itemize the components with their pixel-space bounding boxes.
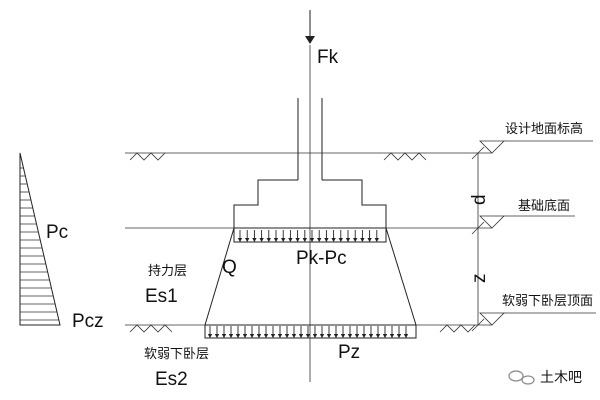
spread-line-left [204,227,235,326]
watermark: 土木吧 [508,370,582,386]
pk-pc-arrow-head [266,238,271,242]
es1-label: Es1 [145,286,178,307]
weak-layer-label: 软弱下卧层 [144,347,209,362]
pz-arrow-head [270,334,276,338]
pk-pc-arrow-head [331,238,336,242]
pk-pc-arrow-head [302,238,307,242]
pk-pc-arrow-head [309,238,315,242]
pz-arrow-head [228,334,234,338]
pz-arrow-head [256,334,262,338]
pz-arrow-head [389,334,395,338]
pz-arrow-head [277,334,283,338]
bearing-layer-label: 持力层 [148,264,187,279]
design-ground-elevation-label: 设计地面标高 [505,121,583,137]
dim-tick-3 [471,318,485,332]
pz-band [204,324,417,339]
pz-arrow-head [333,334,339,338]
pk-pc-arrow-head [252,238,257,242]
pz-arrow-head [305,334,311,338]
pz-arrow-head [298,334,304,338]
pk-pc-arrow-head [353,238,358,242]
pz-arrow-head [312,334,318,338]
pz-arrow-head [284,334,290,338]
pz-arrow-head [291,334,297,338]
pk-pc-arrows [237,230,379,242]
depth-label: d [469,194,490,205]
weak-layer-top-label: 软弱下卧层顶面 [502,294,593,309]
pz-arrow-head [207,334,213,338]
pc-triangle-hatch [20,167,59,321]
elevation-marker-foundation [479,215,575,229]
pk-pc-arrow-head [245,238,250,242]
watermark-icon [508,370,535,385]
pz-arrow-head [340,334,346,338]
pz-arrow-head [403,334,409,338]
pz-arrow-head [214,334,220,338]
pz-arrow-head [347,334,353,338]
pk-pc-arrow-head [237,238,243,242]
pz-arrow-head [354,334,360,338]
pz-arrow-head [242,334,248,338]
elevation-marker-weak-layer [479,312,596,326]
load-label: Fk [317,47,339,68]
pk-pc-arrow-head [374,238,379,242]
pz-arrows [207,326,409,338]
thickness-label: z [469,274,490,284]
pz-arrow-head [221,334,227,338]
pk-pc-arrow-head [281,238,286,242]
pz-arrow-head [235,334,241,338]
pz-arrow-head [361,334,367,338]
pcz-label: Pcz [72,311,104,332]
pz-arrow-head [319,334,325,338]
pk-pc-arrow-head [338,238,343,242]
ground-hatching [129,152,427,161]
pz-arrow-head [263,334,269,338]
pk-pc-arrow-head [295,238,300,242]
pk-pc-arrow-head [259,238,264,242]
spread-line-right [385,227,417,326]
pz-arrow-head [382,334,388,338]
pz-arrow-head [326,334,332,338]
dim-tick-1 [471,146,485,160]
elevation-marker-ground [479,140,593,154]
pk-pc-arrow-head [360,238,365,242]
pk-pc-arrow-head [288,238,293,242]
angle-label: Q [222,257,237,278]
pk-pc-arrow-head [345,238,351,242]
dim-tick-2 [471,221,485,235]
weak-layer-hatching [129,324,476,333]
pz-arrow-head [375,334,381,338]
pk-pc-arrow-head [324,238,329,242]
pc-triangle [19,152,61,326]
pk-pc-label: Pk-Pc [296,248,347,269]
es2-label: Es2 [155,369,188,390]
load-arrowhead [305,36,315,44]
pc-label: Pc [46,222,68,243]
pz-arrow-head [249,334,255,338]
watermark-text: 土木吧 [540,370,582,386]
pk-pc-arrow-head [367,238,372,242]
pz-arrow-head [396,334,402,338]
pz-arrow-head [368,334,374,338]
pk-pc-band [233,227,387,243]
pk-pc-arrow-head [317,238,322,242]
foundation-bottom-label: 基础底面 [518,198,570,214]
pz-label: Pz [338,342,360,363]
pk-pc-arrow-head [273,238,279,242]
